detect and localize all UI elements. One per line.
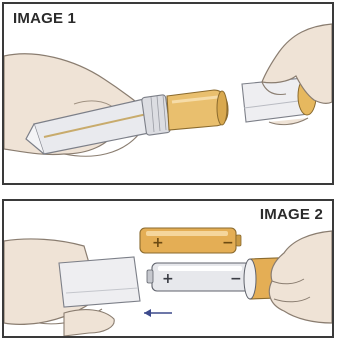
step-1-illustration	[4, 4, 332, 183]
inserted-battery: + −	[147, 263, 250, 291]
trimmer-shell	[59, 257, 140, 307]
inserted-battery-negative-sign: −	[230, 271, 242, 287]
step-1-panel: IMAGE 1	[2, 2, 334, 185]
battery-cap	[167, 90, 228, 130]
step-2-caption: IMAGE 2	[260, 207, 323, 223]
spare-battery-negative-sign: −	[222, 235, 234, 251]
spare-battery-positive-sign: +	[152, 235, 164, 251]
step-1-caption: IMAGE 1	[13, 11, 76, 27]
step-2-panel: + − + −	[2, 199, 334, 338]
insert-direction-arrow-icon	[144, 309, 172, 317]
right-hand	[269, 231, 332, 323]
spare-battery: + −	[140, 228, 241, 253]
inserted-battery-positive-sign: +	[162, 271, 174, 287]
